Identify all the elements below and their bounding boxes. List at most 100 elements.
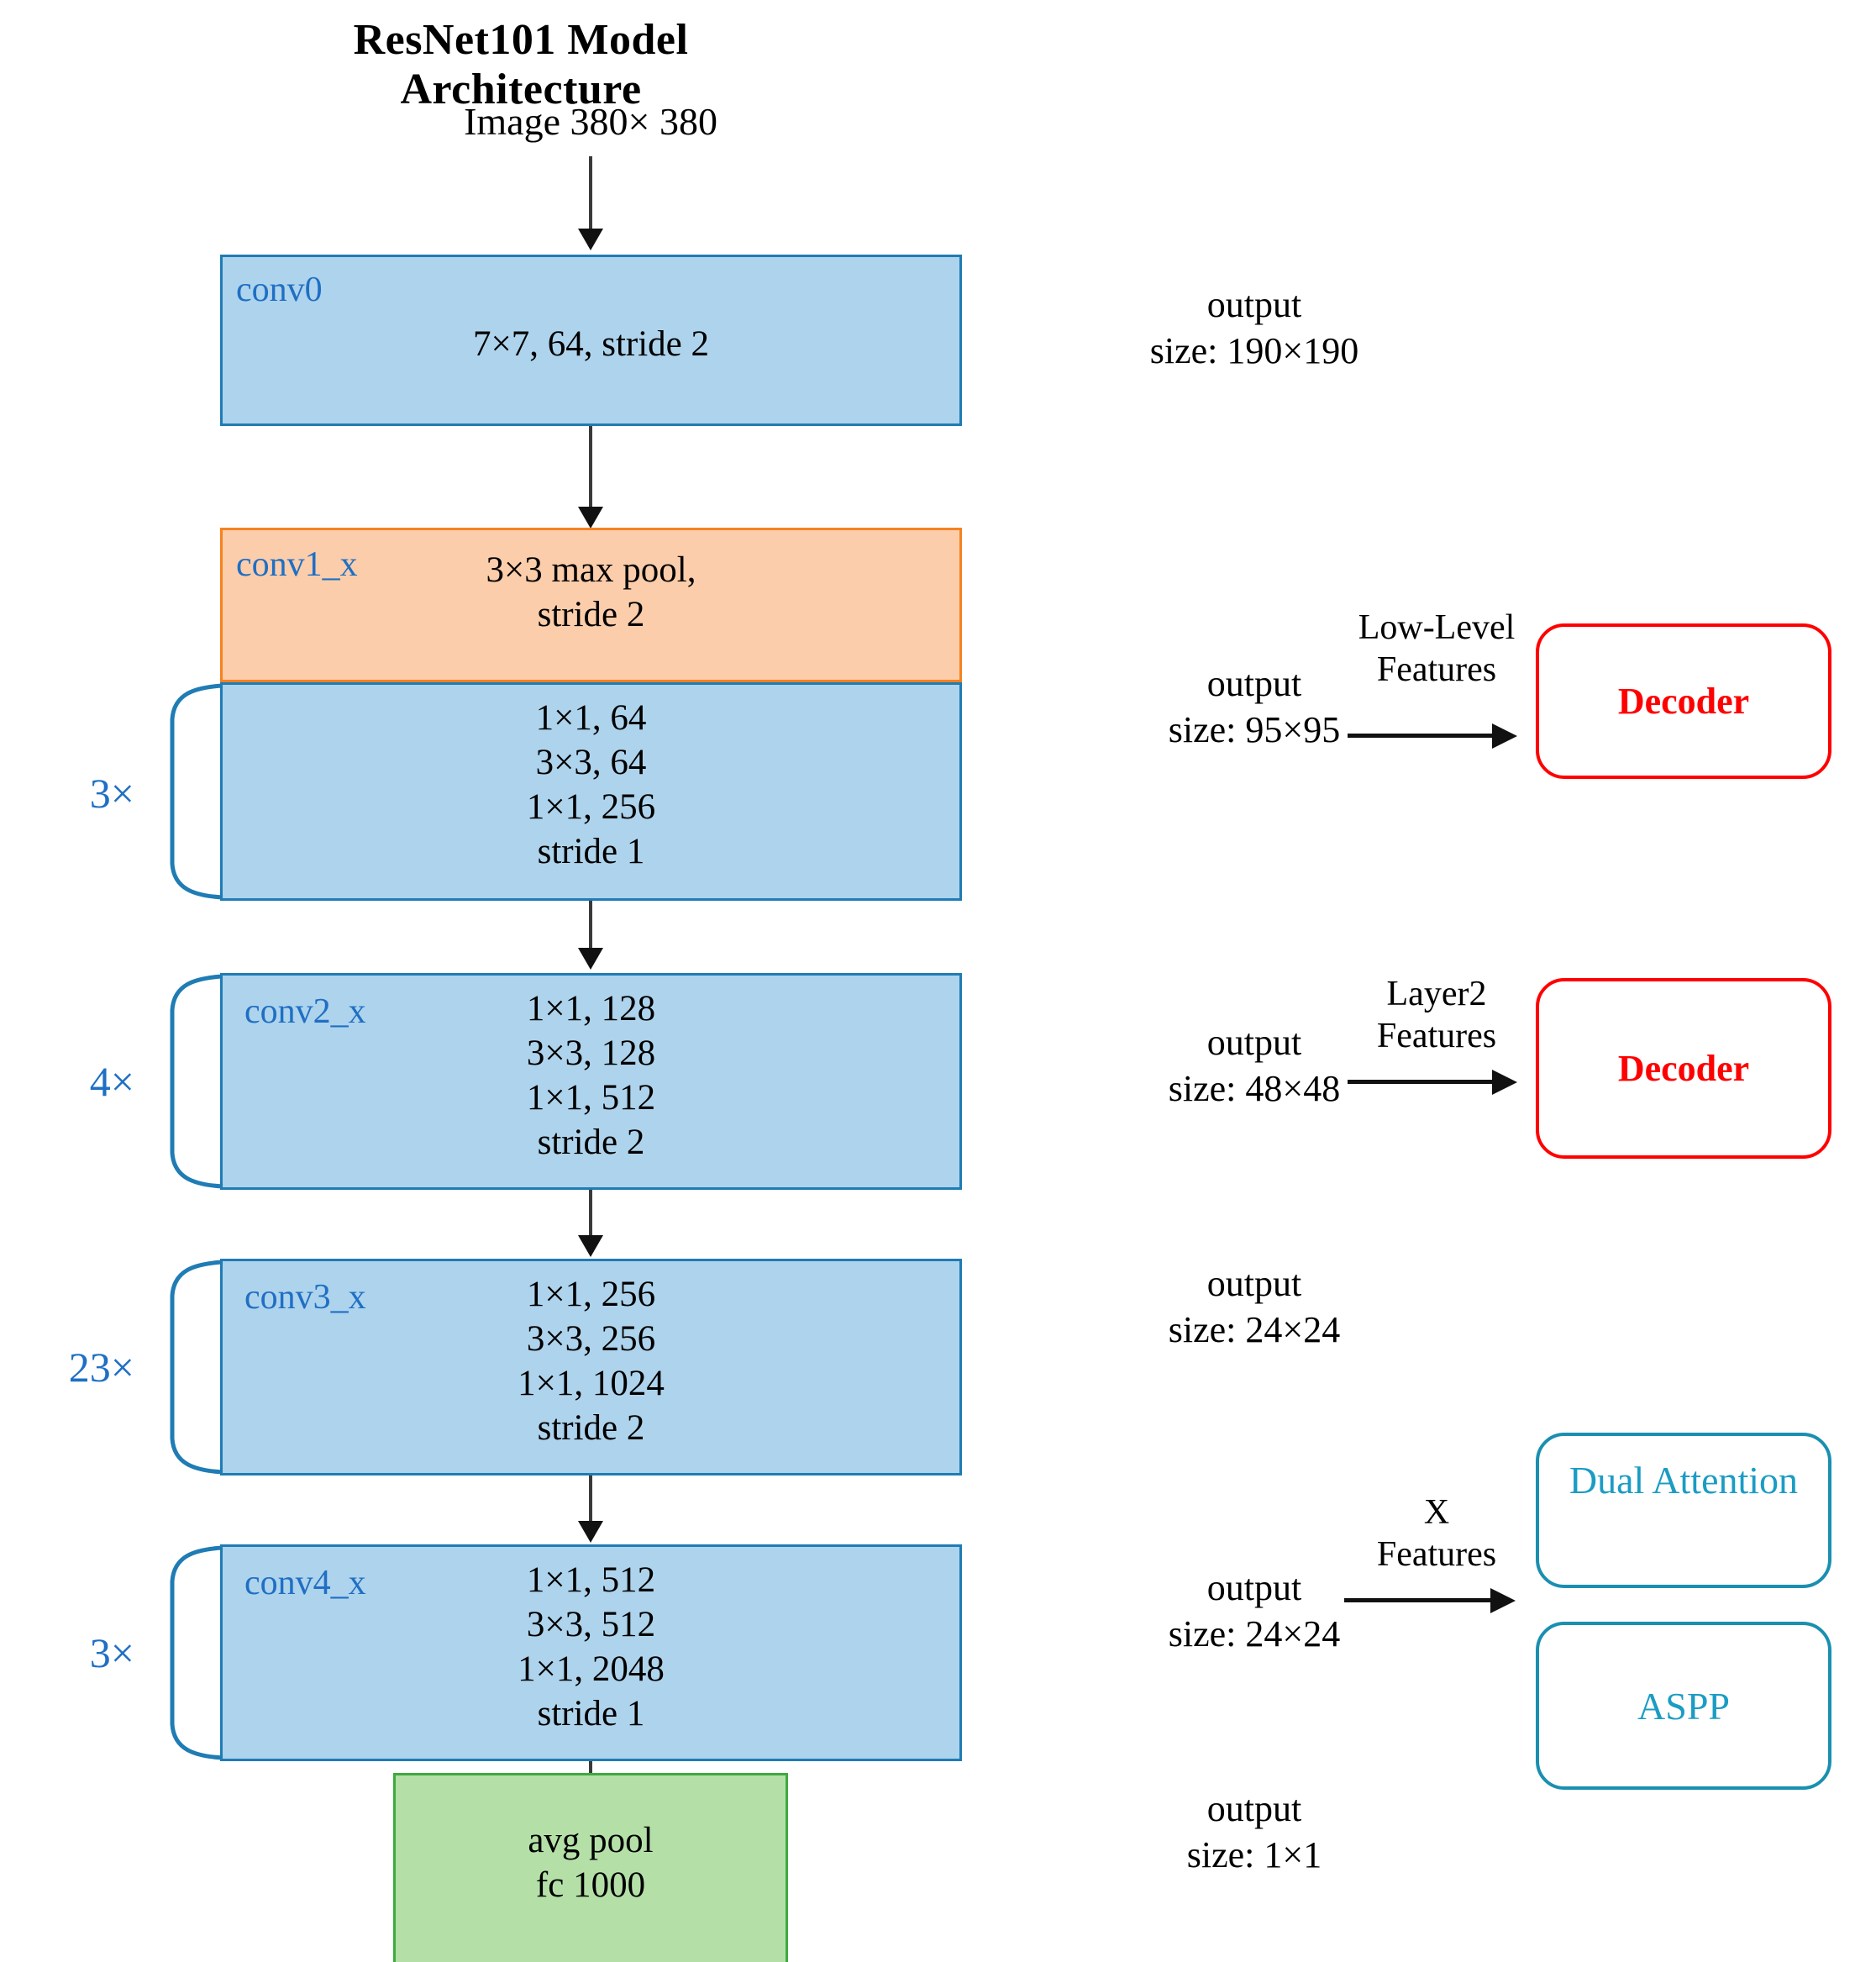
output-size-conv2-value: size: 48×48 (1168, 1068, 1341, 1109)
branch-arrow-layer2 (1348, 1080, 1494, 1084)
multiplier-conv4: 3× (89, 1629, 134, 1676)
branch-arrow-head-low-level (1492, 723, 1517, 749)
arrow-head-input (578, 229, 603, 250)
branch-label-x: X Features (1319, 1491, 1554, 1576)
branch-label-low-level-line2: Features (1376, 650, 1497, 690)
block-conv1-body: 3×3 max pool, stride 2 (223, 549, 959, 638)
conv4-line-1: 1×1, 512 (526, 1560, 656, 1600)
conv2-line-3: 1×1, 512 (526, 1077, 656, 1118)
conv3-line-3: 1×1, 1024 (518, 1363, 665, 1403)
multiplier-conv3: 23× (68, 1344, 134, 1391)
output-size-conv0-head: output (1206, 284, 1302, 325)
output-size-conv4-head: output (1206, 1567, 1302, 1608)
output-size-conv2-head: output (1206, 1022, 1302, 1063)
bracket-conv1-residual (154, 682, 224, 901)
decoder-box-low-level-label: Decoder (1617, 681, 1750, 722)
bracket-conv3 (154, 1259, 224, 1475)
bracket-conv2 (154, 973, 224, 1190)
output-size-conv4: output size: 24×24 (1036, 1565, 1473, 1657)
conv3-line-4: stride 2 (537, 1407, 645, 1448)
arrow-head-conv3 (578, 1521, 603, 1543)
conv2-line-2: 3×3, 128 (526, 1033, 656, 1073)
output-size-conv3-value: size: 24×24 (1168, 1309, 1341, 1350)
block-conv4-body: 1×1, 512 3×3, 512 1×1, 2048 stride 1 (223, 1559, 959, 1737)
conv0-line-1: 7×7, 64, stride 2 (472, 324, 710, 364)
block-conv0-label: conv0 (236, 271, 323, 309)
output-size-conv0: output size: 190×190 (1036, 281, 1473, 374)
conv1res-line-3: 1×1, 256 (526, 786, 656, 827)
page-title: ResNet101 Model Architecture (353, 16, 689, 113)
output-size-conv2: output size: 48×48 (1036, 1019, 1473, 1112)
block-conv2-body: 1×1, 128 3×3, 128 1×1, 512 stride 2 (223, 987, 959, 1165)
output-size-avgpool-head: output (1206, 1788, 1302, 1829)
branch-label-layer2-line2: Features (1376, 1017, 1497, 1056)
conv4-line-2: 3×3, 512 (526, 1604, 656, 1644)
branch-arrow-x (1344, 1598, 1492, 1602)
block-avgpool[interactable]: avg pool fc 1000 (393, 1773, 788, 1962)
branch-arrow-low-level (1348, 734, 1494, 738)
block-avgpool-body: avg pool fc 1000 (396, 1819, 786, 1908)
dual-attention-box-label: Dual Attention (1569, 1459, 1799, 1502)
conv1-line-2: stride 2 (537, 594, 645, 634)
output-size-conv4-value: size: 24×24 (1168, 1613, 1341, 1654)
arrow-input-to-conv0 (589, 156, 592, 232)
aspp-box[interactable]: ASPP (1536, 1622, 1831, 1790)
arrow-conv3-to-conv4 (589, 1475, 592, 1524)
conv2-line-4: stride 2 (537, 1122, 645, 1162)
block-conv1res-body: 1×1, 64 3×3, 64 1×1, 256 stride 1 (223, 697, 959, 875)
conv1res-line-1: 1×1, 64 (535, 698, 647, 738)
arrow-head-conv1 (578, 948, 603, 970)
branch-label-low-level: Low-Level Features (1319, 607, 1554, 692)
avgpool-line-1: avg pool (528, 1821, 654, 1860)
branch-label-layer2: Layer2 Features (1319, 973, 1554, 1058)
block-conv1-maxpool[interactable]: conv1_x 3×3 max pool, stride 2 (220, 528, 962, 682)
decoder-box-layer2[interactable]: Decoder (1536, 978, 1831, 1159)
block-conv3-body: 1×1, 256 3×3, 256 1×1, 1024 stride 2 (223, 1273, 959, 1451)
conv3-line-2: 3×3, 256 (526, 1318, 656, 1359)
arrow-head-conv2 (578, 1235, 603, 1257)
multiplier-conv1-residual: 3× (89, 770, 134, 817)
output-size-conv1: output size: 95×95 (1036, 660, 1473, 753)
branch-arrow-head-x (1490, 1588, 1516, 1613)
conv4-line-3: 1×1, 2048 (518, 1649, 665, 1689)
aspp-box-label: ASPP (1637, 1684, 1730, 1728)
input-image-label: Image 380× 380 (464, 100, 717, 143)
branch-label-x-line1: X (1423, 1493, 1450, 1532)
bracket-conv4 (154, 1544, 224, 1761)
branch-arrow-head-layer2 (1492, 1070, 1517, 1095)
output-size-avgpool-value: size: 1×1 (1186, 1834, 1322, 1875)
block-conv2[interactable]: conv2_x 1×1, 128 3×3, 128 1×1, 512 strid… (220, 973, 962, 1190)
arrow-head-conv0 (578, 507, 603, 529)
conv1-line-1: 3×3 max pool, (486, 550, 696, 590)
multiplier-conv2: 4× (89, 1058, 134, 1105)
output-size-conv3: output size: 24×24 (1036, 1260, 1473, 1353)
block-conv1-residual[interactable]: 1×1, 64 3×3, 64 1×1, 256 stride 1 (220, 682, 962, 901)
output-size-avgpool: output size: 1×1 (1036, 1786, 1473, 1878)
block-conv1-label: conv1_x (236, 545, 358, 584)
block-conv0-body: 7×7, 64, stride 2 (223, 323, 959, 367)
output-size-conv1-head: output (1206, 663, 1302, 704)
conv1res-line-4: stride 1 (537, 831, 645, 871)
block-conv3[interactable]: conv3_x 1×1, 256 3×3, 256 1×1, 1024 stri… (220, 1259, 962, 1475)
conv4-line-4: stride 1 (537, 1693, 645, 1733)
arrow-conv1-to-conv2 (589, 901, 592, 951)
block-conv3-label: conv3_x (244, 1278, 366, 1317)
avgpool-line-2: fc 1000 (535, 1865, 646, 1905)
conv3-line-1: 1×1, 256 (526, 1275, 656, 1314)
branch-label-low-level-line1: Low-Level (1358, 608, 1516, 647)
block-conv4-label: conv4_x (244, 1564, 366, 1602)
block-conv0[interactable]: conv0 7×7, 64, stride 2 (220, 255, 962, 426)
output-size-conv0-value: size: 190×190 (1149, 330, 1359, 371)
arrow-conv0-to-conv1 (589, 426, 592, 510)
block-conv2-label: conv2_x (244, 992, 366, 1031)
output-size-conv3-head: output (1206, 1263, 1302, 1304)
conv2-line-1: 1×1, 128 (526, 989, 656, 1028)
decoder-box-low-level[interactable]: Decoder (1536, 623, 1831, 779)
output-size-conv1-value: size: 95×95 (1168, 709, 1341, 750)
block-conv4[interactable]: conv4_x 1×1, 512 3×3, 512 1×1, 2048 stri… (220, 1544, 962, 1761)
dual-attention-box[interactable]: Dual Attention (1536, 1433, 1831, 1588)
conv1res-line-2: 3×3, 64 (535, 742, 647, 782)
branch-label-x-line2: Features (1376, 1535, 1497, 1575)
branch-label-layer2-line1: Layer2 (1386, 975, 1487, 1013)
